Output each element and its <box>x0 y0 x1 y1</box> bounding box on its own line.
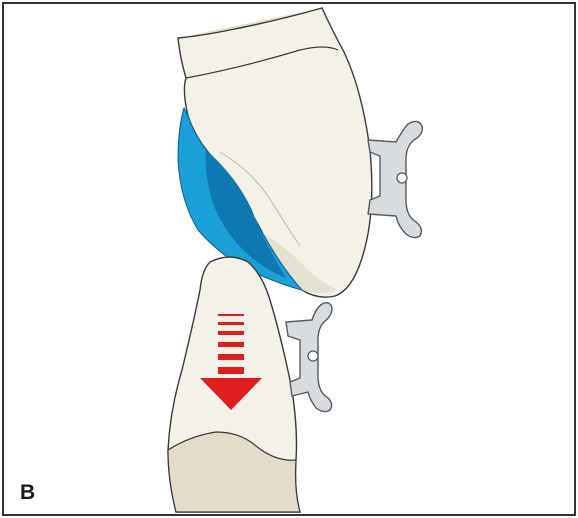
upper-plate <box>368 121 422 237</box>
panel-letter: B <box>20 482 35 503</box>
arrow-dash-4 <box>218 342 244 347</box>
arrow-dash-6 <box>218 367 244 374</box>
arrow-dash-5 <box>218 354 244 360</box>
upper-plate-screw-hole <box>397 173 407 183</box>
lower-fixation-plate <box>286 303 332 412</box>
fixation-plate-icon <box>368 121 422 237</box>
arrow-dash-2 <box>218 322 244 325</box>
lower-plate-screw-hole <box>308 351 318 361</box>
arrow-dash-3 <box>218 331 244 335</box>
arrow-dash-1 <box>218 314 244 316</box>
